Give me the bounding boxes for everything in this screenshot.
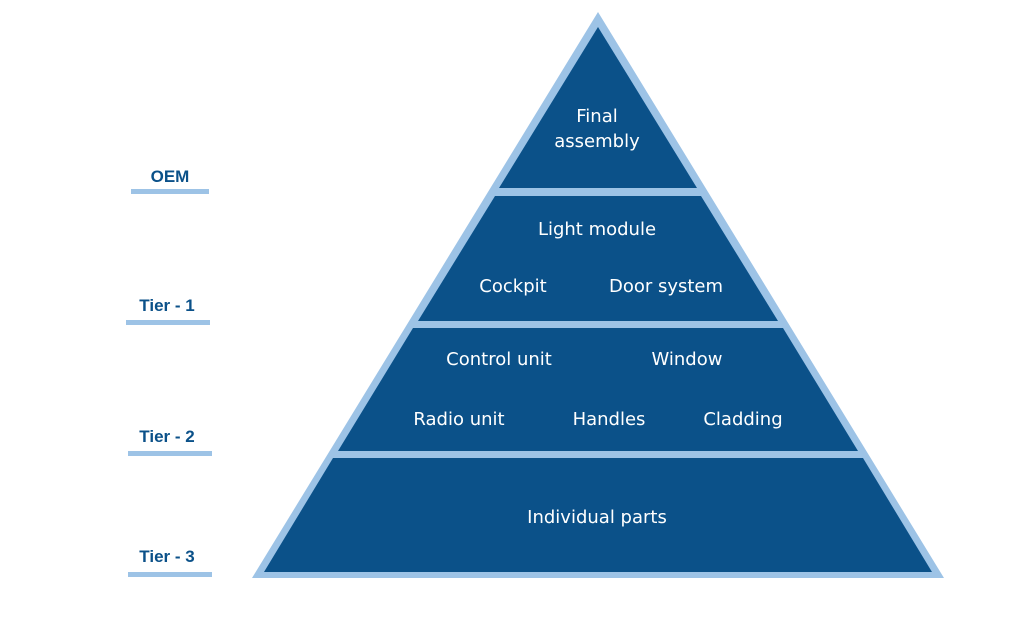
tier-label-oem: OEM [150,167,190,186]
tier-underline-tier1 [126,320,210,325]
cladding-label: Cladding [703,409,782,430]
level-oem [499,27,697,188]
light-module-label: Light module [538,219,656,240]
control-unit-label: Control unit [446,349,552,370]
door-system-label: Door system [609,276,723,297]
tier-underline-tier2 [128,451,212,456]
level-tier3 [264,458,932,572]
handles-label: Handles [573,409,646,430]
radio-unit-label: Radio unit [413,409,504,430]
tier-underline-tier3 [128,572,212,577]
level-tier1 [418,196,778,321]
individual-parts-label: Individual parts [527,507,667,528]
level-tier2 [338,328,858,451]
final-label-line2: assembly [554,131,640,152]
final-label-line1: Final [576,106,617,127]
cockpit-label: Cockpit [479,276,546,297]
tier-label-tier2: Tier - 2 [139,427,195,446]
tier-label-tier3: Tier - 3 [139,547,195,566]
tier-underline-oem [131,189,209,194]
window-label: Window [652,349,723,370]
tier-label-tier1: Tier - 1 [139,296,195,315]
